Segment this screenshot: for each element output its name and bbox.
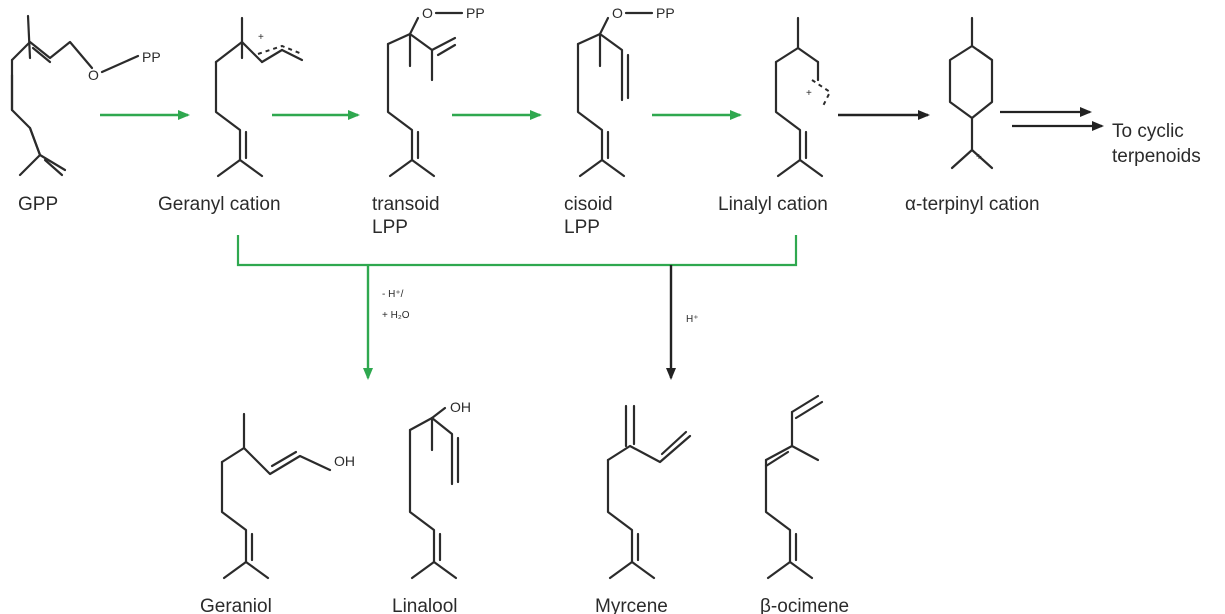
transoid-lpp-structure: [386, 16, 457, 178]
to-cyclic-line2: terpenoids: [1112, 146, 1201, 167]
ocimene-label: β-ocimene: [760, 596, 849, 614]
transoid-pp-group: PP: [466, 5, 485, 21]
terpinyl-cation-label: α-terpinyl cation: [905, 194, 1040, 215]
cation-branch-connector: [236, 235, 798, 267]
linalyl-charge: +: [806, 88, 812, 99]
transoid-oxygen-atom: O: [422, 5, 433, 21]
cisoid-label-line1: cisoid: [564, 194, 613, 215]
gpp-pp-group: PP: [142, 49, 161, 65]
linalyl-cation-structure: [774, 16, 832, 178]
transoid-label-line2: LPP: [372, 217, 408, 238]
geranyl-cation-structure: [214, 16, 304, 178]
geraniol-label: Geraniol: [200, 596, 272, 614]
linalool-label: Linalool: [392, 596, 458, 614]
cisoid-label-line2: LPP: [564, 217, 600, 238]
linalool-structure: [408, 406, 460, 580]
cisoid-pp-group: PP: [656, 5, 675, 21]
gpp-structure: [10, 14, 94, 177]
reagent-minus-h: - H⁺/: [382, 289, 404, 300]
transoid-label-line1: transoid: [372, 194, 440, 215]
linalool-hydroxyl: OH: [450, 399, 471, 415]
to-cyclic-line1: To cyclic: [1112, 121, 1184, 142]
geranyl-charge: +: [258, 32, 264, 43]
myrcene-label: Myrcene: [595, 596, 668, 614]
gpp-label: GPP: [18, 194, 58, 215]
cisoid-lpp-structure: [576, 16, 630, 178]
gpp-o-pp-bond: [100, 54, 140, 74]
ocimene-structure: [764, 394, 824, 580]
reagent-plus-water: + H₂O: [382, 310, 410, 321]
geraniol-hydroxyl: OH: [334, 453, 355, 469]
reagent-h-plus: H⁺: [686, 314, 699, 325]
myrcene-structure: [606, 404, 692, 580]
terpinyl-cation-structure: [948, 16, 994, 170]
gpp-oxygen-atom: O: [88, 67, 99, 83]
geranyl-cation-label: Geranyl cation: [158, 194, 281, 215]
cisoid-oxygen-atom: O: [612, 5, 623, 21]
geraniol-structure: [220, 412, 332, 580]
terpinyl-charge: +: [976, 152, 982, 163]
linalyl-cation-label: Linalyl cation: [718, 194, 828, 215]
